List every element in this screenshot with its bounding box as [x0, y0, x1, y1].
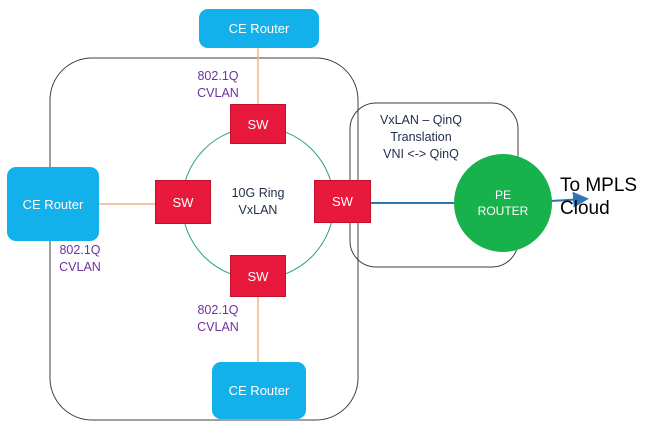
translation-label-line3: VNI <-> QinQ [383, 147, 459, 161]
ce-router-left-label: CE Router [22, 196, 84, 212]
ce-router-bottom-label: CE Router [228, 383, 290, 398]
mpls-cloud-label: To MPLS Cloud [560, 174, 650, 220]
dot1q-label-left-line1: 802.1Q [59, 243, 101, 257]
dot1q-label-top: 802.1Q CVLAN [188, 68, 248, 102]
dot1q-label-left: 802.1Q CVLAN [50, 242, 110, 276]
link-pe-mpls-arrow [550, 191, 589, 208]
pe-router: PE ROUTER [454, 154, 552, 252]
dot1q-label-left-line2: CVLAN [59, 260, 101, 274]
switch-left: SW [155, 180, 211, 224]
ce-router-top-label: CE Router [228, 21, 290, 36]
ring-label-line1: 10G Ring [231, 186, 285, 200]
switch-top: SW [230, 104, 286, 144]
access-domain-boundary [49, 57, 359, 421]
translation-label-line2: Translation [390, 130, 452, 144]
ce-router-bottom: CE Router [212, 362, 306, 419]
ce-router-left: CE Router [7, 167, 99, 241]
ring-label-line2: VxLAN [238, 203, 278, 217]
translation-label: VxLAN – QinQ Translation VNI <-> QinQ [366, 112, 476, 163]
switch-right: SW [314, 180, 371, 223]
switch-top-label: SW [247, 116, 269, 132]
dot1q-label-bottom: 802.1Q CVLAN [188, 302, 248, 336]
switch-bottom: SW [230, 255, 286, 297]
dot1q-label-top-line1: 802.1Q [197, 69, 239, 83]
pe-router-label-line1: PE [494, 188, 511, 202]
ring-label: 10G Ring VxLAN [218, 185, 298, 219]
dot1q-label-bottom-line2: CVLAN [197, 320, 239, 334]
ce-router-top: CE Router [199, 9, 319, 48]
dot1q-label-top-line2: CVLAN [197, 86, 239, 100]
switch-left-label: SW [172, 194, 194, 210]
pe-router-label-line2: ROUTER [477, 204, 529, 218]
mpls-cloud-label-line2: Cloud [560, 198, 610, 219]
switch-bottom-label: SW [247, 268, 269, 284]
mpls-cloud-label-line1: To MPLS [560, 175, 638, 196]
switch-right-label: SW [332, 194, 353, 209]
dot1q-label-bottom-line1: 802.1Q [197, 303, 239, 317]
translation-label-line1: VxLAN – QinQ [380, 113, 462, 127]
